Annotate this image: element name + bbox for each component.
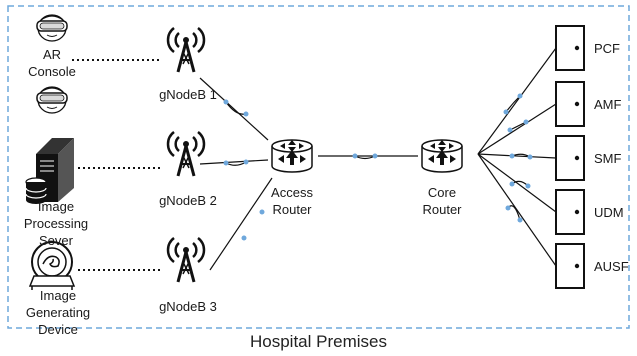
network-function-door-icon: [555, 25, 585, 71]
access-core-link: [318, 153, 418, 160]
nf-label-amf: AMF: [594, 97, 622, 112]
cell-tower-icon: [166, 130, 206, 178]
gnodeb2-label: gNodeB 2: [159, 193, 217, 208]
nf-label-ausf: AUSF: [594, 259, 629, 274]
nf-label-pcf: PCF: [594, 41, 620, 56]
network-function-door-icon: [555, 189, 585, 235]
cell-tower-icon: [166, 236, 206, 284]
medical-imaging-device-icon: [28, 241, 76, 290]
vr-headset-icon: [36, 86, 68, 114]
server-icon: [25, 138, 74, 204]
gnodeb1-access-link: [199, 77, 269, 141]
image-processing-label: Image Processing Sever: [23, 199, 89, 248]
gnodeb2-access-link: [199, 159, 269, 166]
hospital-premises-boundary: [7, 5, 630, 329]
nf-label-smf: SMF: [594, 151, 622, 166]
gnodeb3-access-link: [209, 177, 273, 271]
core-nf-links: [477, 47, 557, 267]
cell-tower-icon: [166, 26, 206, 74]
core-nf-markers: [503, 93, 533, 223]
network-function-door-icon: [555, 135, 585, 181]
router-icon: [421, 139, 463, 173]
network-function-door-icon: [555, 81, 585, 127]
image-generating-label: Image Generating Device: [25, 288, 91, 337]
gnodeb3-label: gNodeB 3: [159, 299, 217, 314]
vr-headset-icon: [36, 14, 68, 42]
network-function-door-icon: [555, 243, 585, 289]
router-icon: [271, 139, 313, 173]
gnodeb3-access-markers: [241, 209, 265, 241]
ar-console-label: AR Console: [28, 47, 76, 79]
gnodeb1-label: gNodeB 1: [159, 87, 217, 102]
diagram-caption: Hospital Premises: [250, 332, 387, 351]
core-router-label: Core Router: [422, 185, 462, 217]
nf-label-udm: UDM: [594, 205, 624, 220]
access-router-label: Access Router: [271, 185, 313, 217]
